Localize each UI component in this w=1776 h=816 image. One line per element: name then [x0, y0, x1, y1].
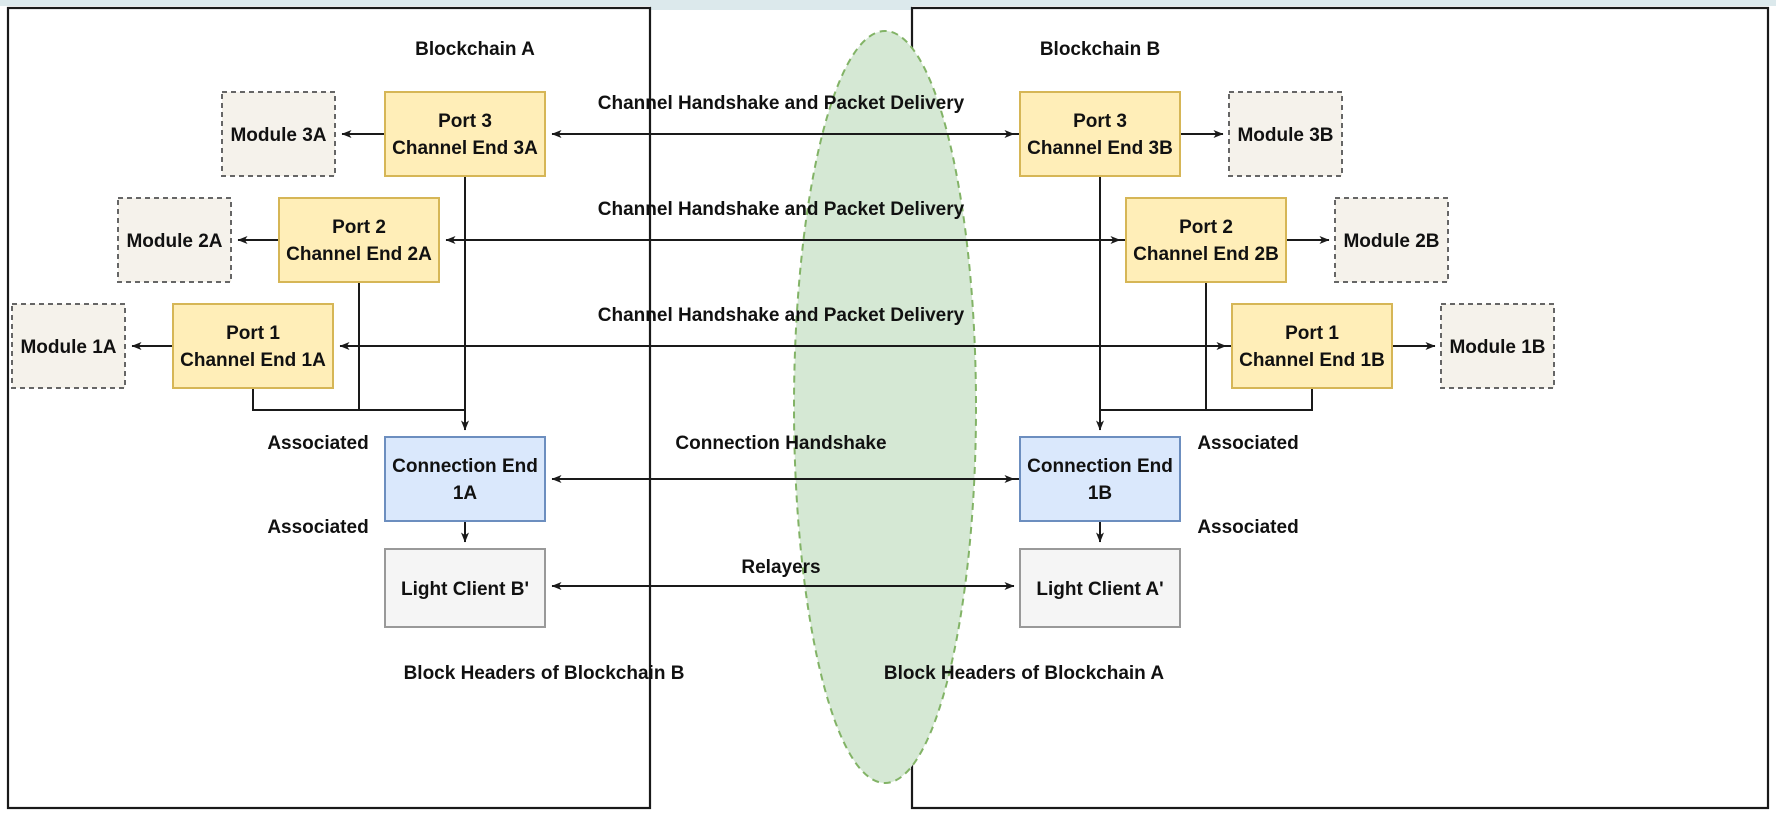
port-1b[interactable]: Port 1 Channel End 1B [1231, 303, 1393, 389]
port-1a[interactable]: Port 1 Channel End 1A [172, 303, 334, 389]
module-3a-label: Module 3A [230, 125, 326, 146]
associated-label-top-a: Associated [267, 433, 368, 454]
port-2a-line1: Port 2 [332, 217, 386, 238]
port-3a-box [384, 91, 546, 177]
light-client-a-label: Light Client A' [1036, 579, 1163, 600]
port-2a-line2: Channel End 2A [286, 244, 432, 265]
connection-end-1a-box [384, 436, 546, 522]
blockchain-a-panel [6, 6, 652, 810]
port-1b-to-connection-1b-link [1100, 388, 1313, 411]
module-2b[interactable]: Module 2B [1334, 197, 1449, 283]
port-3b-box [1019, 91, 1181, 177]
relayers-label: Relayers [741, 557, 820, 578]
light-client-b-box [384, 548, 546, 628]
module-2a[interactable]: Module 2A [117, 197, 232, 283]
port-3b-line2: Channel End 3B [1027, 138, 1173, 159]
module-3b-box [1228, 91, 1343, 177]
module-3b-label: Module 3B [1237, 125, 1333, 146]
associated-label-bottom-b: Associated [1197, 517, 1298, 538]
light-client-b[interactable]: Light Client B' [384, 548, 546, 628]
port-3a[interactable]: Port 3 Channel End 3A [384, 91, 546, 177]
module-2a-label: Module 2A [126, 231, 222, 252]
module-3b[interactable]: Module 3B [1228, 91, 1343, 177]
block-headers-b-label: Block Headers of Blockchain B [404, 663, 685, 684]
connection-end-1b-box [1019, 436, 1181, 522]
channel-2-handshake-label: Channel Handshake and Packet Delivery [598, 199, 965, 220]
channel-1-handshake-label: Channel Handshake and Packet Delivery [598, 305, 965, 326]
module-1a-box [11, 303, 126, 389]
port-2b-line2: Channel End 2B [1133, 244, 1279, 265]
associated-label-top-b: Associated [1197, 433, 1298, 454]
connection-end-1a-line2: 1A [453, 483, 478, 504]
port-3b[interactable]: Port 3 Channel End 3B [1019, 91, 1181, 177]
port-1a-line2: Channel End 1A [180, 350, 326, 371]
port-1b-box [1231, 303, 1393, 389]
blockchain-b-title: Blockchain B [1040, 39, 1160, 60]
module-1b-label: Module 1B [1449, 337, 1545, 358]
port-2b[interactable]: Port 2 Channel End 2B [1125, 197, 1287, 283]
module-2b-box [1334, 197, 1449, 283]
port-1a-line1: Port 1 [226, 323, 280, 344]
module-1b-box [1440, 303, 1555, 389]
module-1a[interactable]: Module 1A [11, 303, 126, 389]
module-2a-box [117, 197, 232, 283]
port-3a-line1: Port 3 [438, 111, 492, 132]
module-3a-box [221, 91, 336, 177]
port-1b-line2: Channel End 1B [1239, 350, 1385, 371]
light-client-a[interactable]: Light Client A' [1019, 548, 1181, 628]
light-client-a-box [1019, 548, 1181, 628]
block-headers-a-label: Block Headers of Blockchain A [884, 663, 1164, 684]
module-1b[interactable]: Module 1B [1440, 303, 1555, 389]
port-2a[interactable]: Port 2 Channel End 2A [278, 197, 440, 283]
associated-label-bottom-a: Associated [267, 517, 368, 538]
connection-end-1a-line1: Connection End [392, 456, 538, 477]
connection-end-1a[interactable]: Connection End 1A [384, 436, 546, 522]
connection-handshake-label: Connection Handshake [675, 433, 886, 454]
blockchain-a-title: Blockchain A [415, 39, 535, 60]
port-1a-to-connection-1a-link [252, 388, 465, 411]
module-2b-label: Module 2B [1343, 231, 1439, 252]
connection-end-1b-line1: Connection End [1027, 456, 1173, 477]
port-3a-line2: Channel End 3A [392, 138, 538, 159]
top-tint-strip [0, 0, 1776, 6]
connection-end-1b[interactable]: Connection End 1B [1019, 436, 1181, 522]
port-2b-box [1125, 197, 1287, 283]
port-1a-box [172, 303, 334, 389]
connection-end-1b-line2: 1B [1088, 483, 1112, 504]
module-3a[interactable]: Module 3A [221, 91, 336, 177]
light-client-b-label: Light Client B' [401, 579, 529, 600]
relayers-ellipse [793, 30, 977, 784]
channel-3-handshake-label: Channel Handshake and Packet Delivery [598, 93, 965, 114]
port-2a-box [278, 197, 440, 283]
port-3b-line1: Port 3 [1073, 111, 1127, 132]
port-2b-line1: Port 2 [1179, 217, 1233, 238]
port-1b-line1: Port 1 [1285, 323, 1339, 344]
module-1a-label: Module 1A [20, 337, 116, 358]
